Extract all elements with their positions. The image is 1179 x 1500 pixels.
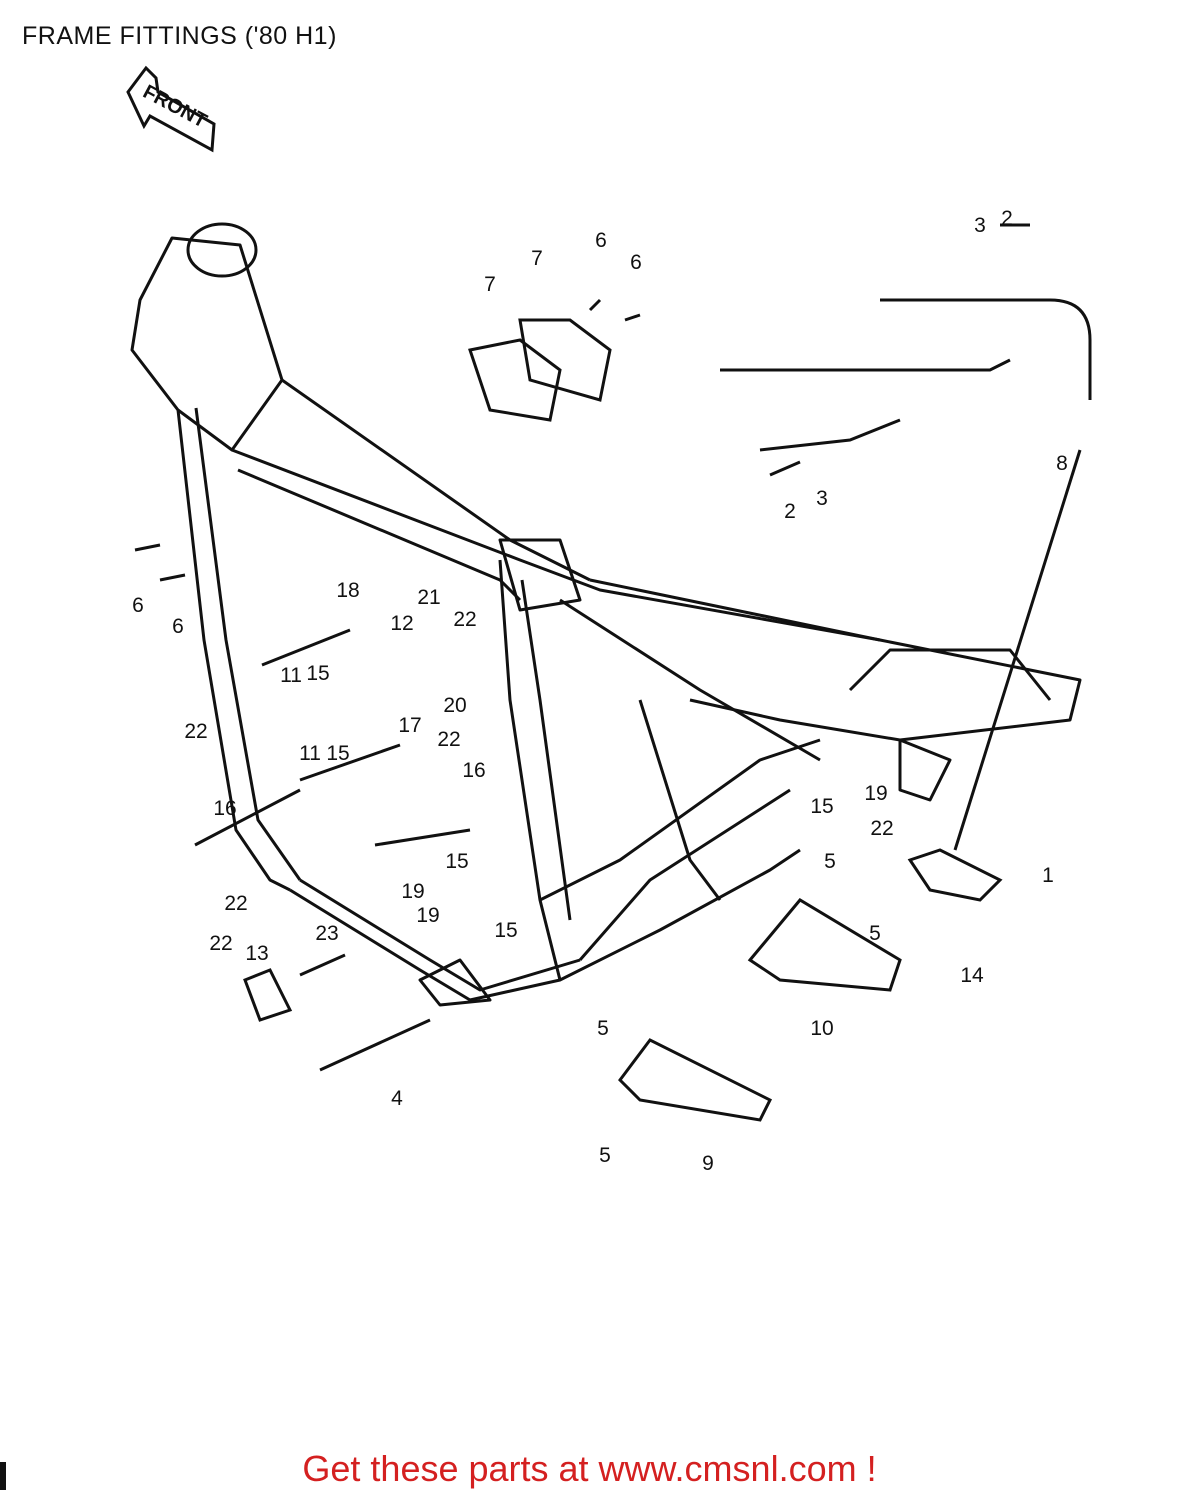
callout-20: 20 [443,694,466,717]
callout-6: 6 [630,251,642,274]
callout-15: 15 [326,742,349,765]
callout-16: 16 [213,797,236,820]
callout-12: 12 [390,612,413,635]
callout-17: 17 [398,714,421,737]
callout-11: 11 [299,742,321,765]
callout-6: 6 [132,594,144,617]
callout-22: 22 [870,817,893,840]
callout-5: 5 [869,922,881,945]
callout-22: 22 [224,892,247,915]
callout-14: 14 [960,964,984,987]
callout-6: 6 [595,229,607,252]
callout-22: 22 [184,720,207,743]
callout-labels: 1 2 2 3 3 4 5 5 5 5 6 6 6 6 7 7 8 9 10 1… [132,207,1068,1175]
callout-7: 7 [484,273,496,296]
part-10-step-bracket [747,898,902,992]
front-arrow-icon: FRONT [126,65,216,153]
corner-mark [0,1462,6,1490]
part-8-rear-guard [720,298,1092,452]
callout-11: 11 [280,664,302,687]
callout-9: 9 [702,1152,714,1175]
callout-5: 5 [597,1017,609,1040]
callout-6: 6 [172,615,184,638]
callout-22: 22 [437,728,460,751]
callout-15: 15 [445,850,468,873]
callout-3: 3 [816,487,828,510]
callout-1: 1 [1042,864,1054,887]
callout-22: 22 [453,608,476,631]
motorcycle-frame [130,222,1082,1007]
callout-18: 18 [336,579,359,602]
part-14-fitting [907,848,1003,902]
callout-15: 15 [306,662,329,685]
part-9-step-bracket [618,1038,773,1122]
part-13-plate [243,968,293,1022]
callout-8: 8 [1056,452,1068,475]
callout-21: 21 [417,586,440,609]
callout-4: 4 [391,1087,403,1110]
callout-15: 15 [810,795,833,818]
callout-19: 19 [864,782,887,805]
callout-7: 7 [531,247,543,270]
callout-19: 19 [401,880,424,903]
callout-5: 5 [599,1144,611,1167]
callout-2: 2 [784,500,796,523]
callout-10: 10 [810,1017,833,1040]
callout-16: 16 [462,759,485,782]
callout-15: 15 [494,919,517,942]
callout-5: 5 [824,850,836,873]
callout-19: 19 [416,904,439,927]
part-7-brackets [468,318,612,422]
page-title: FRAME FITTINGS ('80 H1) [22,22,337,50]
callout-23: 23 [315,922,338,945]
callout-2: 2 [1001,207,1013,230]
callout-13: 13 [245,942,268,965]
callout-3: 3 [974,214,986,237]
bolts-and-nuts [134,223,1082,1072]
footer-link[interactable]: Get these parts at www.cmsnl.com ! [302,1448,877,1489]
callout-22: 22 [209,932,232,955]
